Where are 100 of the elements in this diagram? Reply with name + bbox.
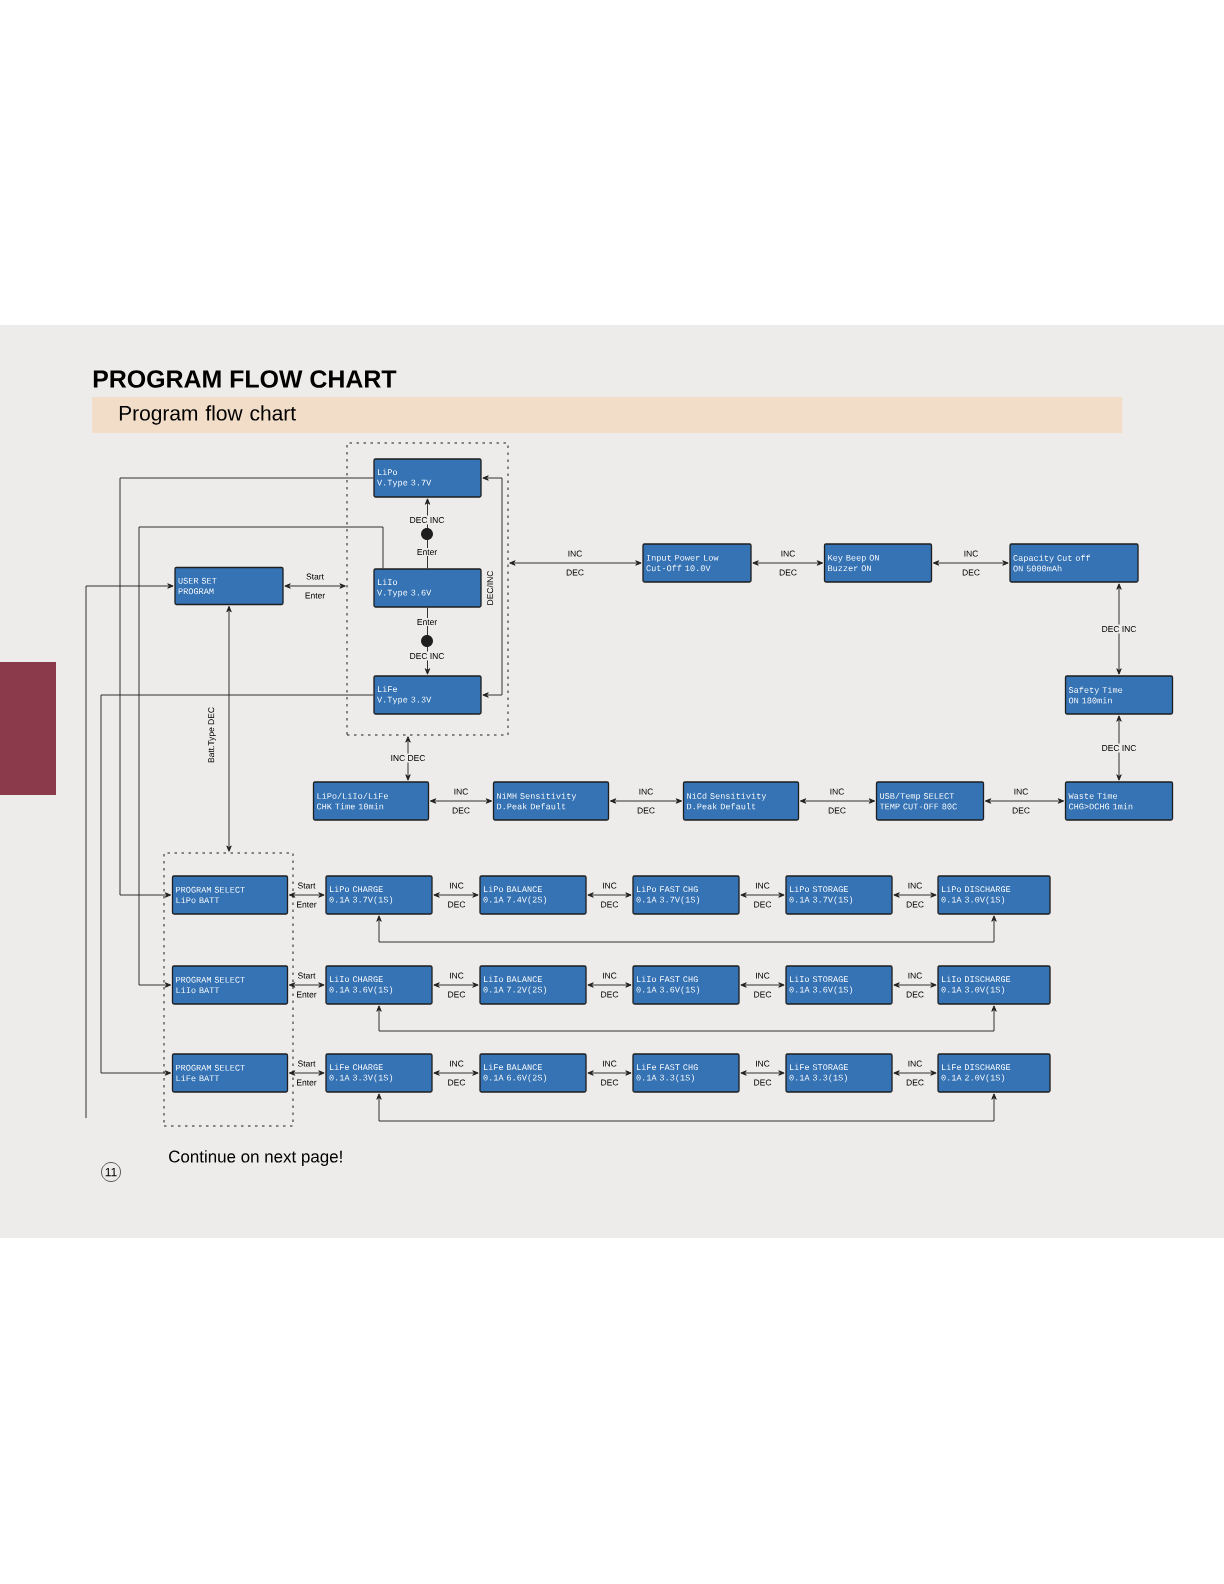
- arrow: [100, 694, 374, 1076]
- subtitle-band: Program flow chart: [92, 397, 1123, 433]
- arrow: [424, 498, 431, 569]
- display-screen: LiFe V.Type 3.3V: [373, 675, 482, 715]
- edge-label: DEC INC: [1100, 743, 1138, 753]
- arrow: [1116, 583, 1122, 675]
- arrow: [740, 982, 785, 988]
- display-screen: LiPo CHARGE 0.1A 3.7V(1S): [325, 875, 433, 915]
- display-screen: LiFe STORAGE 0.1A 3.3(1S): [785, 1053, 893, 1093]
- edge-label: INC DEC: [637, 788, 655, 814]
- display-screen: Waste Time CHG>DCHG 1min: [1064, 781, 1174, 821]
- enter-label: Enter: [415, 618, 439, 626]
- arrow: [85, 583, 174, 1119]
- arrow: [433, 892, 479, 898]
- arrow: [587, 982, 632, 988]
- edge-label: DEC INC: [1100, 624, 1138, 634]
- edge-label: INC DEC: [962, 550, 980, 576]
- arrow: [609, 798, 683, 804]
- display-screen: USB/Temp SELECT TEMP CUT-OFF 80C: [875, 781, 985, 821]
- edge-label: INC DEC: [906, 972, 924, 998]
- arrow: [587, 1070, 632, 1076]
- display-screen: LiIo DISCHARGE 0.1A 3.0V(1S): [937, 965, 1051, 1005]
- arrow: [799, 798, 876, 804]
- display-screen: PROGRAM SELECT LiIo BATT: [171, 965, 289, 1005]
- display-screen: LiPo/LiIo/LiFe CHK Time 10min: [312, 781, 430, 821]
- edge-label: INC DEC: [828, 788, 846, 814]
- arrow: [752, 560, 824, 566]
- display-screen: LiFe DISCHARGE 0.1A 2.0V(1S): [937, 1053, 1051, 1093]
- display-screen: PROGRAM SELECT LiFe BATT: [171, 1053, 289, 1093]
- display-screen: LiIo CHARGE 0.1A 3.6V(1S): [325, 965, 433, 1005]
- title: PROGRAM FLOW CHART: [93, 370, 397, 388]
- display-screen: LiIo V.Type 3.6V: [373, 568, 482, 608]
- display-screen: Input Power Low Cut-Off 10.0V: [642, 543, 752, 583]
- edge-label: INC DEC: [906, 1060, 924, 1086]
- display-screen: Safety Time ON 180min: [1064, 675, 1174, 715]
- arrow: [376, 915, 997, 943]
- arrow: [376, 1005, 997, 1032]
- display-screen: PROGRAM SELECT LiPo BATT: [171, 875, 289, 915]
- arrow: [138, 526, 384, 988]
- display-screen: LiIo FAST CHG 0.1A 3.6V(1S): [632, 965, 740, 1005]
- arrow: [376, 1093, 997, 1122]
- edge-label: INC DEC: [601, 1060, 619, 1086]
- arrow: [482, 475, 503, 698]
- edge-label: DEC INC: [408, 651, 446, 661]
- arrow: [932, 560, 1009, 566]
- display-screen: Capacity Cut off ON 5000mAh: [1009, 543, 1139, 583]
- edge-label: INC DEC: [601, 882, 619, 908]
- arrow: [119, 477, 374, 898]
- edge-label: Start Enter: [297, 882, 317, 908]
- edge-label: Start Enter: [297, 1060, 317, 1086]
- edge-label: INC DEC: [906, 882, 924, 908]
- arrow: [740, 892, 785, 898]
- page-number: 11: [101, 1162, 121, 1182]
- arrow: [288, 892, 325, 898]
- arrow: [740, 1070, 785, 1076]
- edge-label: INC DEC: [779, 550, 797, 576]
- arrow: [288, 982, 325, 988]
- arrow: [288, 1070, 325, 1076]
- edge-label: INC DEC: [754, 1060, 772, 1086]
- arrow: [226, 605, 232, 852]
- display-screen: NiCd Sensitivity D.Peak Default: [682, 781, 800, 821]
- edge-label: INC DEC: [448, 882, 466, 908]
- edge-label: DEC INC: [408, 515, 446, 525]
- display-screen: Key Beep ON Buzzer ON: [823, 543, 933, 583]
- arrow: [405, 736, 411, 781]
- edge-label: INC DEC: [389, 753, 427, 763]
- arrow: [509, 560, 642, 566]
- edge-label: INC DEC: [754, 882, 772, 908]
- arrow: [429, 798, 493, 804]
- arrow: [893, 982, 937, 988]
- arrow: [424, 607, 431, 675]
- display-screen: LiPo STORAGE 0.1A 3.7V(1S): [785, 875, 893, 915]
- display-screen: LiPo V.Type 3.7V: [373, 458, 482, 498]
- arrow: [433, 1070, 479, 1076]
- display-screen: LiFe BALANCE 0.1A 6.6V(2S): [479, 1053, 587, 1093]
- edge-label: Start Enter: [305, 573, 325, 599]
- enter-label: Enter: [415, 548, 439, 556]
- edge-label: INC DEC: [448, 1060, 466, 1086]
- display-screen: USER SET PROGRAM: [174, 566, 284, 606]
- display-screen: LiPo DISCHARGE 0.1A 3.0V(1S): [937, 875, 1051, 915]
- edge-label: Batt.Type DEC: [208, 707, 216, 763]
- dashed-group-frame: [163, 852, 294, 1127]
- display-screen: LiIo STORAGE 0.1A 3.6V(1S): [785, 965, 893, 1005]
- arrow: [587, 892, 632, 898]
- arrow: [984, 798, 1065, 804]
- edge-label: INC DEC: [1012, 788, 1030, 814]
- arrow: [433, 982, 479, 988]
- edge-label: INC DEC: [448, 972, 466, 998]
- edge-label: INC DEC: [566, 550, 584, 576]
- dashed-group-frame: [346, 442, 509, 736]
- display-screen: LiIo BALANCE 0.1A 7.2V(2S): [479, 965, 587, 1005]
- arrow: [893, 892, 937, 898]
- edge-label: Start Enter: [297, 972, 317, 998]
- display-screen: NiMH Sensitivity D.Peak Default: [492, 781, 610, 821]
- edge-label: INC DEC: [754, 972, 772, 998]
- display-screen: LiPo BALANCE 0.1A 7.4V(2S): [479, 875, 587, 915]
- display-screen: LiFe FAST CHG 0.1A 3.3(1S): [632, 1053, 740, 1093]
- arrow: [893, 1070, 937, 1076]
- arrow: [284, 583, 346, 589]
- edge-label: INC DEC: [601, 972, 619, 998]
